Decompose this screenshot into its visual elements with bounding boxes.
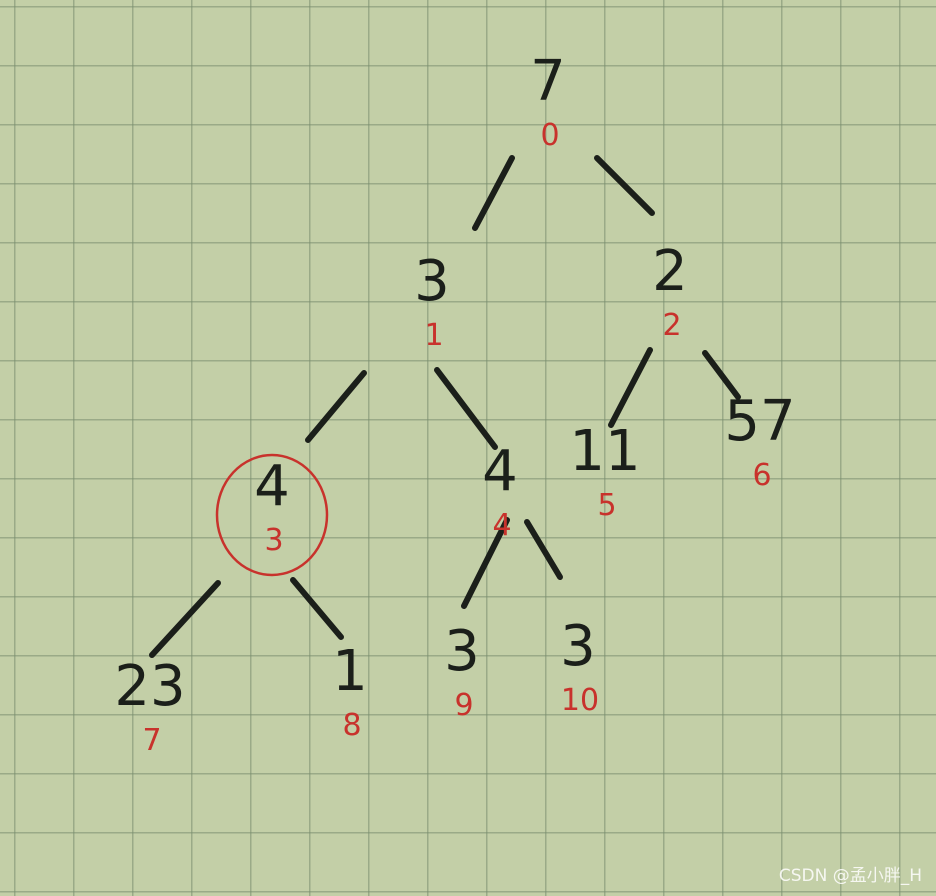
node-index: 9: [454, 688, 473, 723]
edge-0-1: [472, 155, 515, 231]
edge-3-8: [290, 577, 344, 640]
node-index: 2: [662, 308, 681, 343]
node-value: 3: [414, 249, 450, 314]
tree-node-8: 18: [332, 639, 368, 743]
node-index: 6: [752, 458, 771, 493]
node-index: 8: [342, 708, 361, 743]
node-index: 7: [142, 723, 161, 758]
watermark: CSDN @孟小胖_H: [778, 866, 922, 886]
node-value: 4: [482, 439, 518, 504]
edge-2-6: [702, 350, 741, 400]
node-index: 3: [264, 523, 283, 558]
node-value: 11: [569, 419, 640, 484]
edges-layer: [149, 155, 741, 658]
tree-node-1: 31: [414, 249, 450, 353]
node-index: 1: [424, 318, 443, 353]
edge-2-5: [608, 347, 653, 428]
edge-0-2: [594, 155, 655, 216]
tree-node-7: 237: [114, 654, 185, 758]
tree-node-0: 70: [530, 49, 566, 153]
edge-1-3: [305, 370, 367, 443]
edge-4-10: [524, 519, 563, 580]
node-value: 3: [560, 614, 596, 679]
tree-node-3: 43: [215, 453, 329, 577]
edge-4-9: [461, 517, 510, 609]
tree-node-2: 22: [652, 239, 688, 343]
tree-node-5: 115: [569, 419, 640, 523]
node-value: 23: [114, 654, 185, 719]
tree-node-10: 310: [560, 614, 599, 718]
node-value: 4: [254, 454, 290, 519]
edge-3-7: [149, 580, 221, 658]
edge-1-4: [434, 367, 498, 450]
node-value: 3: [444, 619, 480, 684]
tree-node-9: 39: [444, 619, 480, 723]
highlight-circle: [215, 453, 329, 577]
node-value: 7: [530, 49, 566, 114]
node-index: 0: [540, 118, 559, 153]
node-value: 2: [652, 239, 688, 304]
node-index: 4: [492, 508, 511, 543]
node-index: 10: [561, 683, 599, 718]
node-index: 5: [597, 488, 616, 523]
tree-node-4: 44: [482, 439, 518, 543]
node-value: 1: [332, 639, 368, 704]
node-value: 57: [724, 389, 795, 454]
tree-node-6: 576: [724, 389, 795, 493]
